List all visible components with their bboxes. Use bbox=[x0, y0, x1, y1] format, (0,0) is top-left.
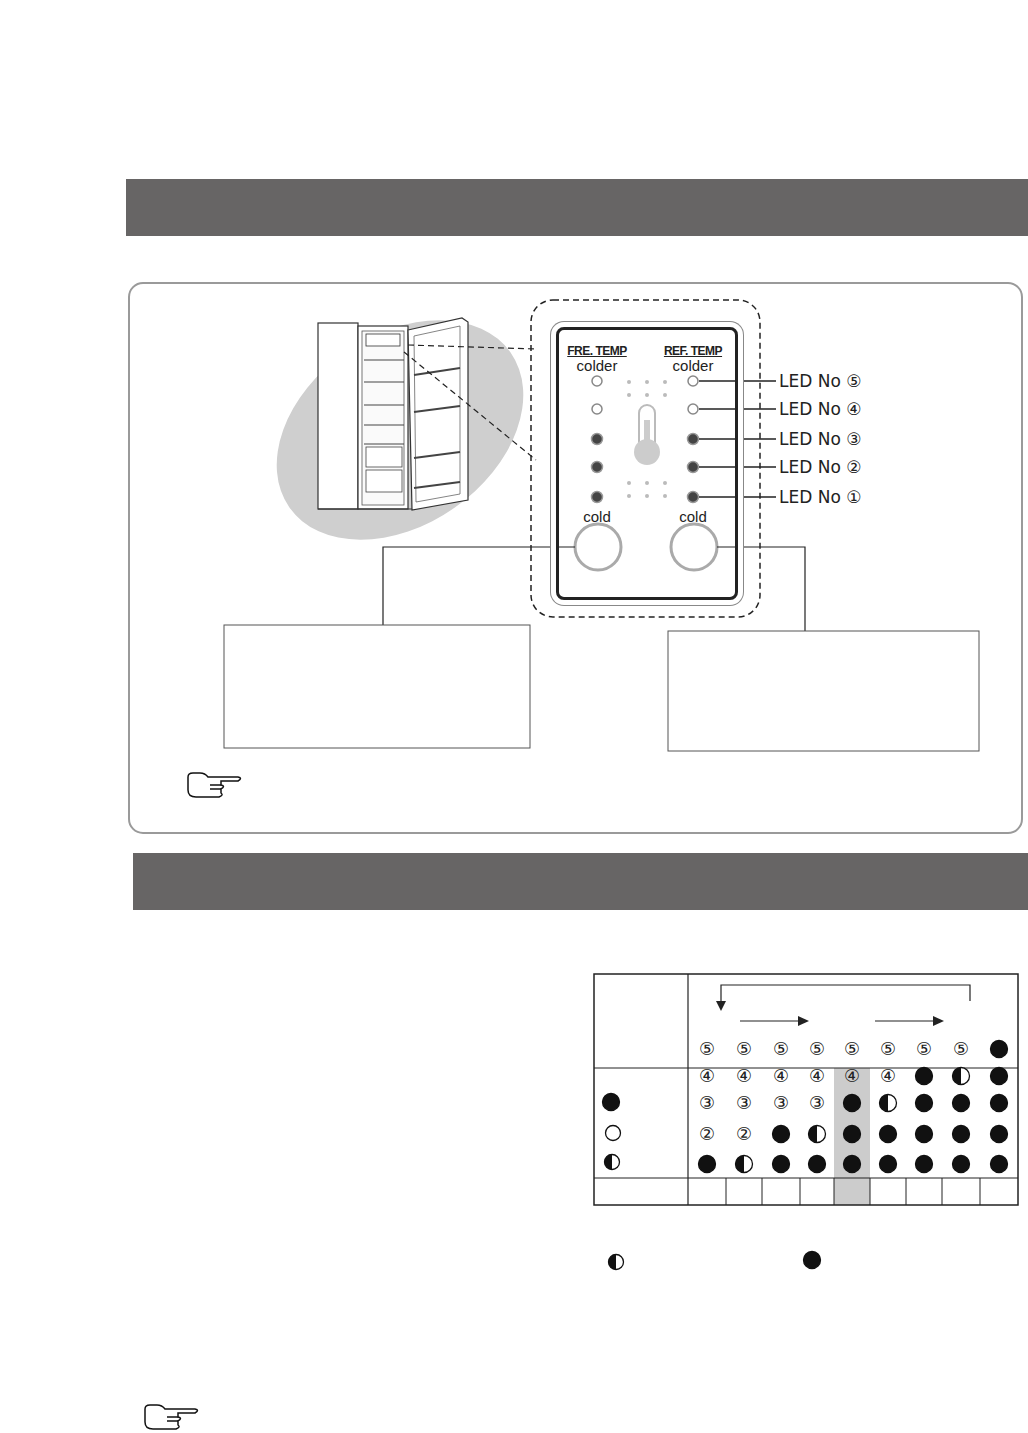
filled-led-symbol bbox=[773, 1156, 790, 1173]
callout-number: ⑤ bbox=[880, 1040, 896, 1058]
cold-label: cold bbox=[679, 509, 707, 524]
fridge-illustration bbox=[235, 275, 565, 586]
half-led-symbol bbox=[953, 1068, 970, 1085]
half-led-symbol bbox=[609, 1255, 624, 1270]
led-number-label: LED No ③ bbox=[779, 431, 861, 448]
callout-leader bbox=[383, 547, 575, 625]
callout-number: ③ bbox=[773, 1094, 789, 1112]
filled-led-symbol bbox=[991, 1068, 1008, 1085]
filled-led-symbol bbox=[809, 1156, 826, 1173]
fridge-button bbox=[671, 524, 717, 570]
filled-led-symbol bbox=[953, 1126, 970, 1143]
callout-number: ③ bbox=[736, 1094, 752, 1112]
filled-led-symbol bbox=[991, 1156, 1008, 1173]
callout-number: ⑤ bbox=[809, 1040, 825, 1058]
filled-led-symbol bbox=[699, 1156, 716, 1173]
filled-led-symbol bbox=[844, 1156, 861, 1173]
filled-led-symbol bbox=[953, 1156, 970, 1173]
freezer-button bbox=[575, 524, 621, 570]
filled-led-symbol bbox=[880, 1126, 897, 1143]
thermometer-icon bbox=[627, 380, 667, 498]
filled-led-symbol bbox=[991, 1095, 1008, 1112]
callout-number: ④ bbox=[699, 1067, 715, 1085]
pointing-hand-icon bbox=[188, 773, 241, 797]
callout-number: ④ bbox=[809, 1067, 825, 1085]
callout-box bbox=[224, 625, 530, 748]
callout-number: ④ bbox=[880, 1067, 896, 1085]
callout-box bbox=[668, 631, 979, 751]
callout-number: ⑤ bbox=[699, 1040, 715, 1058]
cold-label: cold bbox=[583, 509, 611, 524]
pointing-hand-icon bbox=[145, 1405, 198, 1429]
filled-led-symbol bbox=[804, 1252, 821, 1269]
callout-leader bbox=[717, 547, 805, 631]
filled-led-symbol bbox=[844, 1126, 861, 1143]
filled-led-symbol bbox=[880, 1156, 897, 1173]
filled-led-symbol bbox=[916, 1095, 933, 1112]
callout-number: ④ bbox=[773, 1067, 789, 1085]
led-number-label: LED No ⑤ bbox=[779, 373, 861, 390]
filled-led-symbol bbox=[773, 1126, 790, 1143]
callout-number: ③ bbox=[809, 1094, 825, 1112]
zoom-frame bbox=[531, 300, 760, 617]
section-bar bbox=[133, 853, 1028, 910]
callout-number: ④ bbox=[736, 1067, 752, 1085]
colder-label: colder bbox=[673, 358, 714, 373]
led-number-label: LED No ④ bbox=[779, 401, 861, 418]
half-led-symbol bbox=[605, 1155, 620, 1170]
led-number-label: LED No ① bbox=[779, 489, 861, 506]
led-state-symbols bbox=[603, 1041, 1008, 1270]
filled-led-symbol bbox=[991, 1041, 1008, 1058]
filled-led-symbol bbox=[844, 1095, 861, 1112]
callout-number: ⑤ bbox=[953, 1040, 969, 1058]
led-number-label: LED No ② bbox=[779, 459, 861, 476]
callout-number: ⑤ bbox=[844, 1040, 860, 1058]
callout-number: ④ bbox=[844, 1067, 860, 1085]
half-led-symbol bbox=[880, 1095, 897, 1112]
freezer-label: FRE. TEMP bbox=[567, 345, 627, 357]
led-indicators bbox=[592, 376, 699, 503]
callout-number: ⑤ bbox=[736, 1040, 752, 1058]
led-table bbox=[594, 974, 1018, 1205]
callout-number: ⑤ bbox=[916, 1040, 932, 1058]
open-led-symbol bbox=[606, 1126, 621, 1141]
callout-number: ③ bbox=[699, 1094, 715, 1112]
filled-led-symbol bbox=[603, 1094, 620, 1111]
content-frame bbox=[129, 283, 1022, 833]
filled-led-symbol bbox=[916, 1126, 933, 1143]
fridge-label: REF. TEMP bbox=[664, 345, 722, 357]
callout-number: ② bbox=[736, 1125, 752, 1143]
section-bar bbox=[126, 179, 1028, 236]
colder-label: colder bbox=[577, 358, 618, 373]
filled-led-symbol bbox=[991, 1126, 1008, 1143]
callout-number: ⑤ bbox=[773, 1040, 789, 1058]
half-led-symbol bbox=[809, 1126, 826, 1143]
filled-led-symbol bbox=[916, 1156, 933, 1173]
half-led-symbol bbox=[736, 1156, 753, 1173]
callout-number: ② bbox=[699, 1125, 715, 1143]
filled-led-symbol bbox=[916, 1068, 933, 1085]
control-panel: FRE. TEMPcolderREF. TEMPcoldercoldcold bbox=[556, 327, 738, 600]
filled-led-symbol bbox=[953, 1095, 970, 1112]
